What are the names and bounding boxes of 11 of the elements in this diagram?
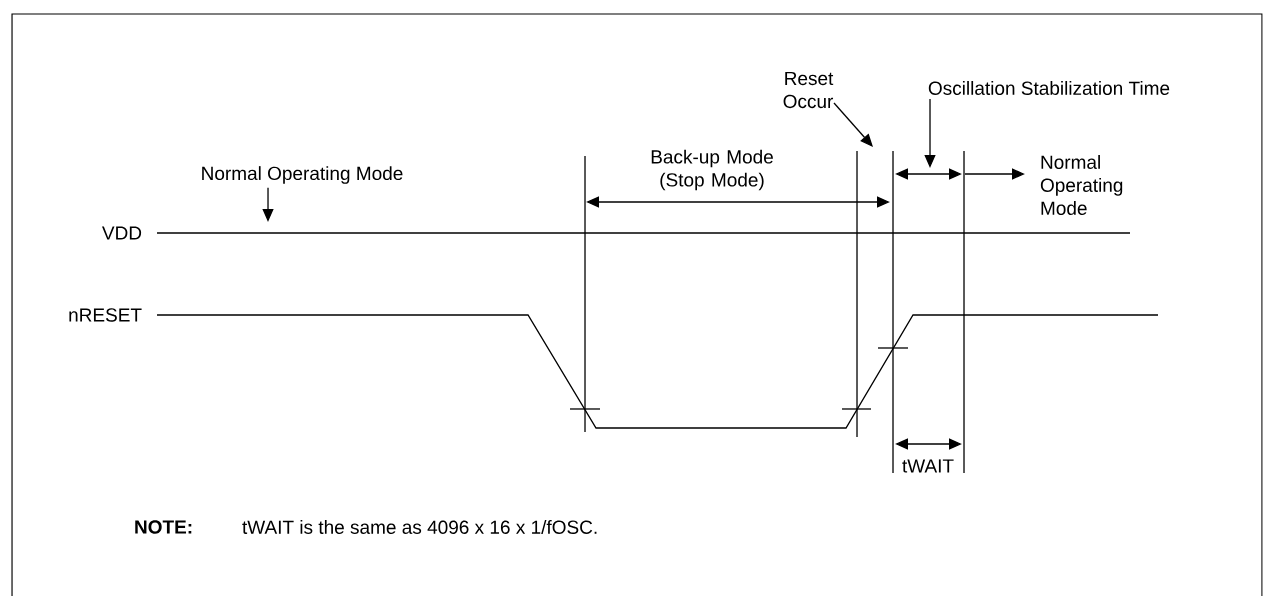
note-label: NOTE: [135, 520, 192, 534]
timing-label: tWAIT [902, 459, 954, 473]
mode-label: Back-up Mode (Stop Mode) [651, 149, 773, 191]
mode-label: Normal Operating Mode [1040, 155, 1123, 215]
annotation-text: Oscillation Stabilization Time [928, 81, 1170, 95]
annotation-text: Normal Operating Mode [202, 166, 403, 184]
signal-label: nRESET [69, 308, 142, 322]
signal-label: VDD [102, 226, 142, 240]
annotation-text: Reset Occur [783, 71, 834, 109]
note-text: tWAIT is the same as 4096 x 16 x 1/fOSC. [242, 520, 597, 534]
leader-arrow [833, 102, 873, 147]
